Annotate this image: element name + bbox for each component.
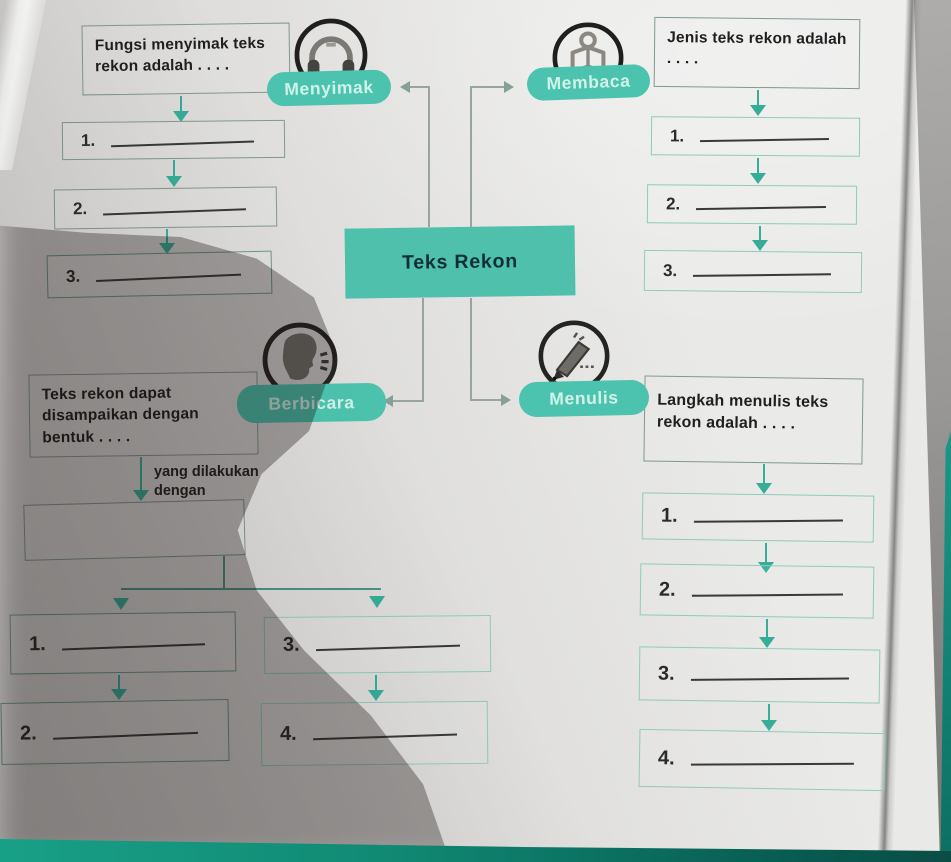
membaca-pill: Membaca [526,63,651,102]
answer-blank-line [690,762,854,766]
menyimak-step-box-3: 3. [46,250,273,299]
branch-line [223,556,225,590]
connector-line [470,399,502,401]
arrow-down-icon [113,598,129,610]
arrow-left-icon [383,395,393,407]
membaca-step-box-3: 3. [643,249,863,294]
berbicara-step-box-4: 4. [260,700,489,767]
berbicara-step-box-3: 3. [263,615,492,674]
arrow-right-icon [501,394,511,406]
arrow-down-icon [750,158,766,184]
step-number: 2. [658,578,676,601]
connector-line [410,86,430,88]
menyimak-step-box-1: 1. [61,119,286,161]
membaca-prompt-box: Jenis teks rekon adalah . . . . [653,16,861,90]
connector-line [470,86,472,227]
arrow-down-icon [368,675,384,701]
berbicara-step-box-1: 1. [9,611,237,675]
answer-blank-line [96,273,242,283]
berbicara-step-box-2: 2. [0,699,230,765]
menulis-prompt-box: Langkah menulis teks rekon adalah . . . … [643,375,864,465]
arrow-down-icon [133,457,149,501]
step-number: 1. [669,125,685,146]
answer-blank-line [693,273,831,278]
arrow-down-icon [759,619,775,648]
arrow-right-icon [504,81,514,93]
step-number: 3. [657,662,675,685]
menulis-step-box-4: 4. [638,728,886,792]
connector-line [470,298,472,401]
connector-label: yang dilakukan dengan [154,464,259,499]
menulis-step-box-1: 1. [641,492,875,543]
branch-line [121,588,381,590]
answer-blank-line [690,677,849,681]
menyimak-prompt-box: Fungsi menyimak teks rekon adalah . . . … [81,22,291,96]
step-number: 4. [279,722,297,745]
menulis-step-box-2: 2. [639,563,875,619]
answer-blank-line [691,593,843,597]
answer-blank-line [52,731,199,740]
connector-line [422,298,424,402]
arrow-down-icon [173,96,189,122]
connector-line [428,86,430,227]
answer-blank-line [103,208,247,216]
step-number: 4. [657,746,675,769]
connector-line [392,400,423,402]
step-number: 1. [80,130,96,150]
arrow-left-icon [400,81,410,93]
arrow-down-icon [166,160,182,187]
book-cover-edge-right [940,431,951,862]
book-cover-edge-bottom [0,839,951,862]
arrow-down-icon [369,596,385,608]
answer-blank-line [111,140,255,148]
arrow-down-icon [750,90,766,116]
answer-blank-line [61,643,206,651]
connector-line [470,86,505,88]
arrow-down-icon [756,464,772,494]
menyimak-pill: Menyimak [266,69,392,107]
answer-blank-line [312,733,458,741]
step-number: 2. [72,199,88,219]
page-curl [0,0,46,170]
step-number: 3. [282,633,300,656]
step-number: 1. [660,504,678,527]
step-number: 3. [65,266,81,286]
step-number: 2. [665,193,681,213]
center-topic-box: Teks Rekon [344,225,576,299]
answer-blank-line [693,519,843,524]
arrow-down-icon [752,226,768,251]
arrow-down-icon [159,229,175,254]
berbicara-pill: Berbicara [236,382,387,424]
menyimak-step-box-2: 2. [53,186,278,230]
arrow-down-icon [761,704,777,731]
berbicara-empty-box [23,499,246,561]
menulis-pill: Menulis [518,379,650,418]
arrow-down-icon [758,543,774,573]
answer-blank-line [315,644,461,652]
answer-blank-line [700,138,829,143]
berbicara-prompt-box: Teks rekon dapat disampaikan dengan bent… [28,371,259,458]
membaca-step-box-1: 1. [650,116,861,157]
menulis-step-box-3: 3. [638,646,881,704]
answer-blank-line [696,206,826,211]
step-number: 3. [662,260,678,280]
step-number: 2. [19,721,37,745]
step-number: 1. [28,632,46,655]
arrow-down-icon [111,675,127,700]
membaca-step-box-2: 2. [646,184,858,225]
